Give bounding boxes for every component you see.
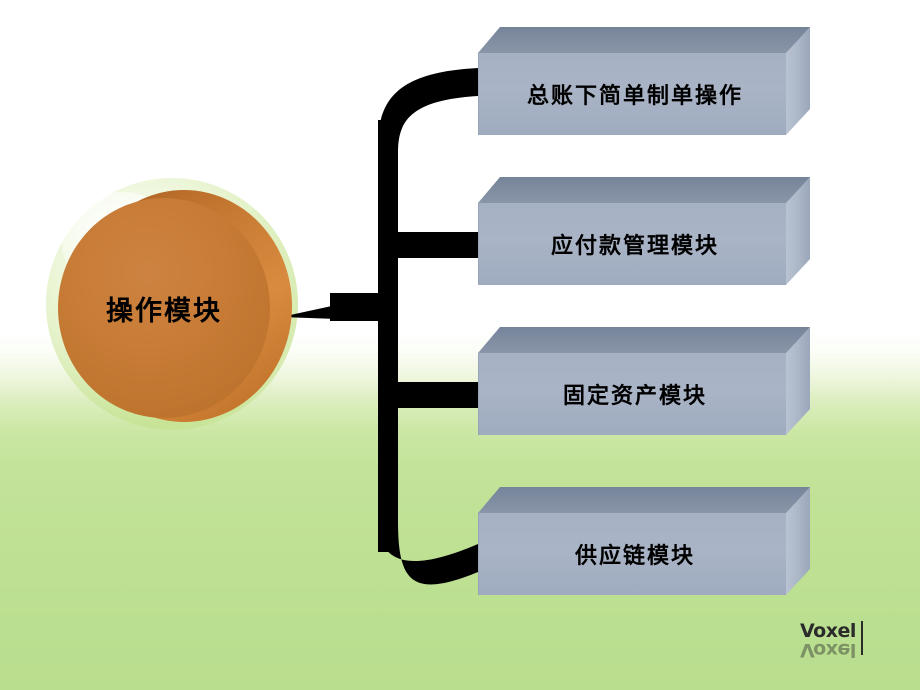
module-box-label-1: 应付款管理模块: [550, 233, 719, 259]
hub-label: 操作模块: [106, 295, 222, 327]
box-top-face-0: [478, 27, 810, 53]
watermark-bar: [861, 621, 863, 655]
module-box-label-2: 固定资产模块: [562, 383, 707, 409]
module-box-label-3: 供应链模块: [574, 543, 695, 569]
watermark-text: Voxel: [800, 620, 856, 642]
module-box-label-0: 总账下简单制单操作: [526, 83, 743, 109]
box-front-face-2: [478, 353, 786, 435]
module-box-1[interactable]: 应付款管理模块: [478, 177, 810, 285]
connector-trunk: [378, 120, 398, 552]
watermark-reflection: Voxel: [800, 639, 856, 661]
connector-to-node-2: [378, 382, 478, 408]
box-top-face-1: [478, 177, 810, 203]
module-box-0[interactable]: 总账下简单制单操作: [478, 27, 810, 135]
box-top-face-3: [478, 487, 810, 513]
box-top-face-2: [478, 327, 810, 353]
hub-ellipse: [58, 198, 270, 418]
voxel-watermark: Voxel Voxel: [800, 620, 886, 670]
connector-to-node-1: [378, 232, 478, 258]
box-front-face-3: [478, 513, 786, 595]
hub-node[interactable]: 操作模块: [58, 190, 292, 422]
module-box-3[interactable]: 供应链模块: [478, 487, 810, 595]
module-box-2[interactable]: 固定资产模块: [478, 327, 810, 435]
connector-to-node-3: [378, 520, 478, 585]
box-front-face-0: [478, 53, 786, 135]
box-front-face-1: [478, 203, 786, 285]
connector-to-node-0: [378, 68, 478, 152]
